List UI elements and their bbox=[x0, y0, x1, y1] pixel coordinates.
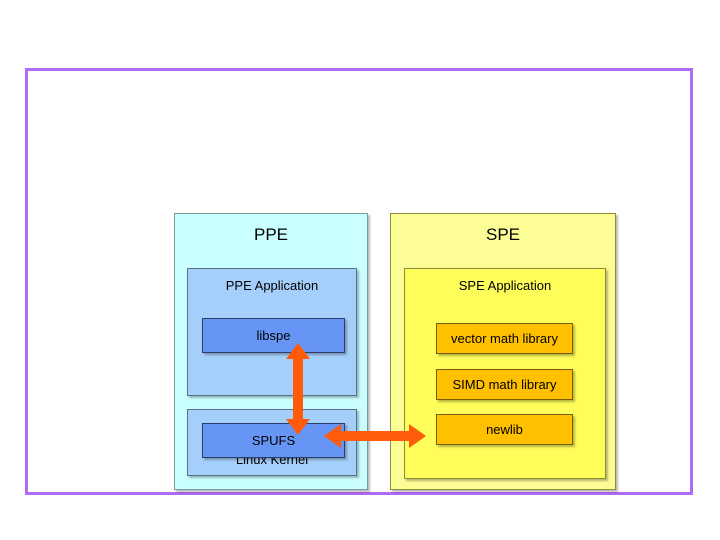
spe-title: SPE bbox=[485, 225, 521, 244]
ppe-title: PPE bbox=[253, 225, 289, 244]
linux-kernel-box[interactable]: Linux Kernel SPUFS bbox=[187, 409, 357, 476]
libspe-box[interactable]: libspe bbox=[202, 318, 345, 353]
ppe-application-box[interactable]: PPE Application libspe bbox=[187, 268, 357, 396]
spe-container[interactable]: SPE SPE Application vector math library … bbox=[390, 213, 616, 490]
spufs-spe-application-double-arrow-icon bbox=[324, 424, 426, 448]
ppe-application-title: PPE Application bbox=[225, 278, 319, 293]
spufs-label: SPUFS bbox=[251, 433, 296, 448]
newlib-box[interactable]: newlib bbox=[436, 414, 573, 445]
spe-application-title: SPE Application bbox=[458, 278, 552, 293]
libspe-label: libspe bbox=[256, 328, 291, 343]
ppe-container[interactable]: PPE PPE Application libspe Linux Kernel … bbox=[174, 213, 368, 490]
libspe-spufs-double-arrow-icon bbox=[286, 343, 310, 435]
spufs-box[interactable]: SPUFS bbox=[202, 423, 345, 458]
spe-application-box[interactable]: SPE Application vector math library SIMD… bbox=[404, 268, 606, 479]
vector-math-library-label: vector math library bbox=[451, 331, 558, 346]
diagram-outer-frame: PPE PPE Application libspe Linux Kernel … bbox=[25, 68, 693, 495]
newlib-label: newlib bbox=[486, 422, 523, 437]
vector-math-library-box[interactable]: vector math library bbox=[436, 323, 573, 354]
simd-math-library-box[interactable]: SIMD math library bbox=[436, 369, 573, 400]
simd-math-library-label: SIMD math library bbox=[452, 377, 557, 392]
